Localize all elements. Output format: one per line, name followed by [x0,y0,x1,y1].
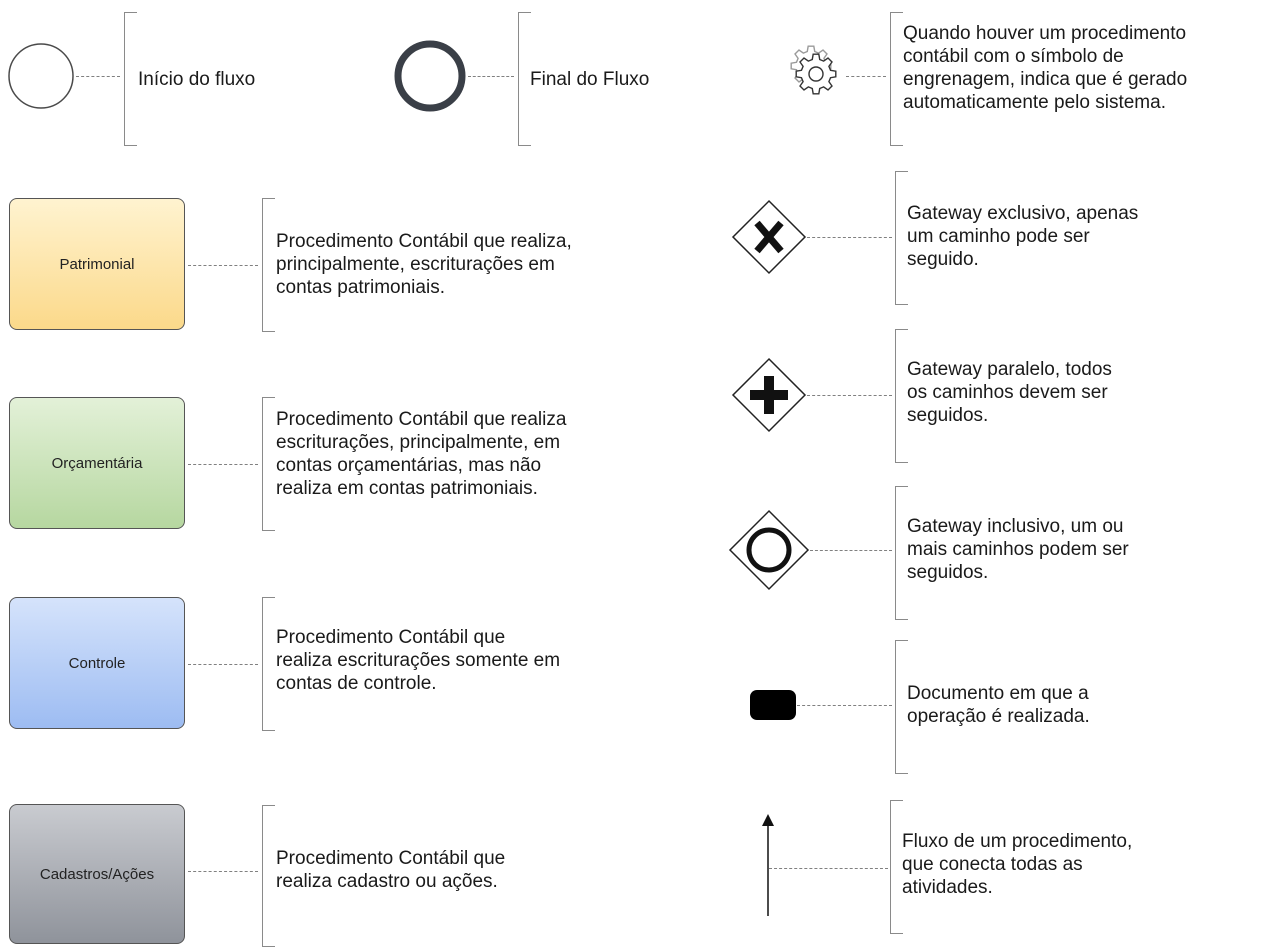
connector-controle [188,664,258,665]
annotation-bracket-document [895,640,908,774]
connector-inclusive [810,550,892,551]
connector-cadastros [188,871,258,872]
annotation-bracket-start [124,12,137,146]
orcamentaria-description: Procedimento Contábil que realiza escrit… [276,409,567,499]
document-description: Documento em que a operação é realizada. [907,683,1090,727]
gateway-inclusive-description: Gateway inclusivo, um ou mais caminhos p… [907,516,1129,583]
task-controle: Controle [9,597,185,729]
task-controle-label: Controle [68,654,126,672]
task-orcamentaria: Orçamentária [9,397,185,529]
annotation-bracket-end [518,12,531,146]
connector-orcamentaria [188,464,258,465]
patrimonial-description: Procedimento Contábil que realiza, princ… [276,231,572,298]
gateway-exclusive-description: Gateway exclusivo, apenas um caminho pod… [907,203,1139,270]
start-event-icon [8,43,74,109]
task-patrimonial: Patrimonial [9,198,185,330]
flow-description: Fluxo de um procedimento, que conecta to… [902,831,1133,898]
annotation-bracket-controle [262,597,275,731]
end-event-label: Final do Fluxo [530,69,650,90]
gateway-parallel-description: Gateway paralelo, todos os caminhos deve… [907,359,1112,426]
task-cadastros-label: Cadastros/Ações [39,865,155,883]
task-patrimonial-label: Patrimonial [59,255,135,273]
connector-document [797,705,892,706]
gateway-inclusive-icon [728,509,810,591]
connector-end [468,76,514,77]
annotation-bracket-exclusive [895,171,908,305]
task-orcamentaria-label: Orçamentária [51,454,143,472]
connector-gear [846,76,886,77]
annotation-bracket-inclusive [895,486,908,620]
connector-exclusive [807,237,892,238]
gear-description: Quando houver um procedimento contábil c… [903,23,1188,113]
connector-parallel [807,395,892,396]
connector-patrimonial [188,265,258,266]
start-event-label: Início do fluxo [138,69,256,90]
document-icon [750,690,796,720]
annotation-bracket-gear [890,12,903,146]
annotation-bracket-patrimonial [262,198,275,332]
controle-description: Procedimento Contábil que realiza escrit… [276,627,561,694]
cadastros-description: Procedimento Contábil que realiza cadast… [276,848,506,892]
connector-flow [769,868,888,869]
flow-arrow-icon [762,814,774,916]
gateway-parallel-icon [731,357,807,433]
annotation-bracket-parallel [895,329,908,463]
connector-start [76,76,120,77]
end-event-icon [394,40,466,112]
gear-icon [790,45,837,95]
gateway-exclusive-icon [731,199,807,275]
annotation-bracket-cadastros [262,805,275,947]
annotation-bracket-orcamentaria [262,397,275,531]
task-cadastros: Cadastros/Ações [9,804,185,944]
